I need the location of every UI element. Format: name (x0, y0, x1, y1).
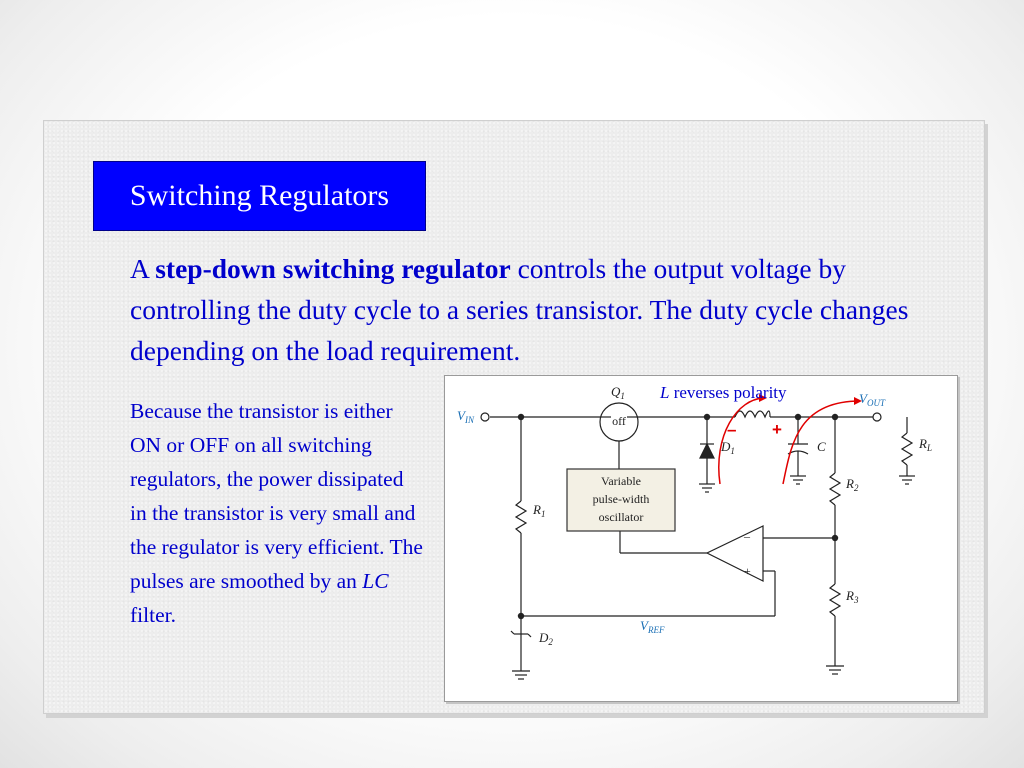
opamp-plus: + (744, 564, 751, 578)
polarity-minus: – (727, 420, 736, 439)
side-end: filter. (130, 603, 176, 627)
side-paragraph: Because the transistor is either ON or O… (130, 394, 425, 632)
opamp-minus: – (743, 529, 751, 543)
oscillator-line-3: oscillator (599, 510, 644, 524)
intro-bold: step-down switching regulator (155, 253, 511, 284)
r1-label: R1 (532, 502, 545, 519)
d2-label: D2 (538, 630, 553, 647)
vref-label: VREF (640, 618, 665, 635)
oscillator-line-1: Variable (601, 474, 641, 488)
transistor-state: off (612, 414, 626, 428)
r3-label: R3 (845, 588, 859, 605)
rl-label: RL (918, 436, 932, 453)
side-main: Because the transistor is either ON or O… (130, 399, 423, 593)
circuit-diagram: VIN VOUT VREF Q1 off D1 D2 C R1 R2 R3 RL… (457, 383, 932, 680)
intro-suffix: controls the output voltage by controlli… (130, 253, 909, 366)
slide-title: Switching Regulators (129, 179, 390, 212)
title-box: Switching Regulators (93, 161, 426, 231)
circuit-figure: VIN VOUT VREF Q1 off D1 D2 C R1 R2 R3 RL… (444, 375, 958, 702)
side-italic: LC (362, 569, 389, 593)
polarity-plus: + (772, 420, 782, 439)
intro-paragraph: A step-down switching regulator controls… (130, 248, 960, 371)
d1-label: D1 (720, 439, 735, 456)
c-label: C (817, 439, 826, 454)
r2-label: R2 (845, 476, 859, 493)
intro-prefix: A (130, 253, 156, 284)
polarity-annotation: L reverses polarity (659, 383, 787, 402)
vin-label: VIN (457, 408, 475, 425)
vout-label: VOUT (859, 391, 886, 408)
oscillator-line-2: pulse-width (593, 492, 650, 506)
q1-label: Q1 (611, 384, 625, 401)
